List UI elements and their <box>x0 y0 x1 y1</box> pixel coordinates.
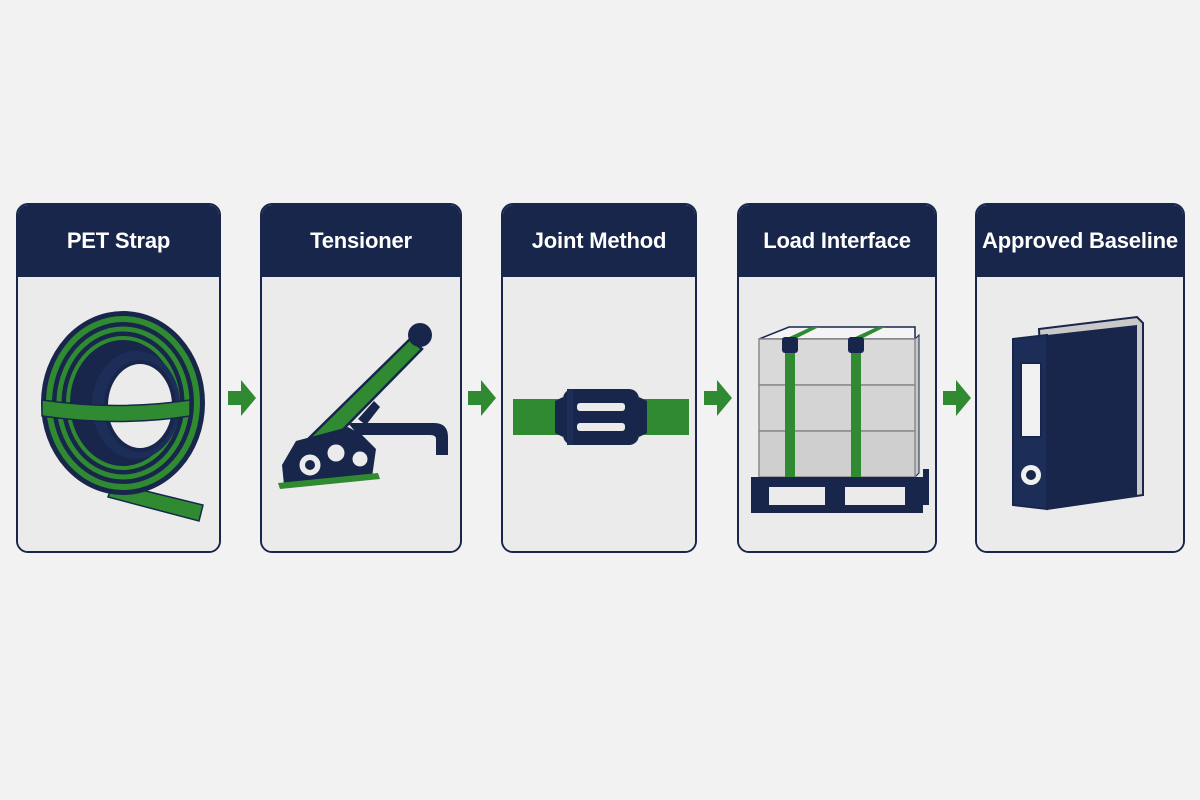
strap-coil-icon <box>41 311 205 522</box>
arrow-right-icon <box>228 380 256 416</box>
strap-seal-joint-icon <box>513 389 689 445</box>
step-card-load-interface: Load Interface <box>737 203 937 553</box>
arrow-right-icon <box>943 380 971 416</box>
step-title: Load Interface <box>739 205 935 277</box>
step-card-pet-strap: PET Strap <box>16 203 221 553</box>
arrow-right-icon <box>468 380 496 416</box>
step-title: Joint Method <box>503 205 695 277</box>
step-title: Tensioner <box>262 205 460 277</box>
step-card-approved-baseline: Approved Baseline <box>975 203 1185 553</box>
step-title: Approved Baseline <box>977 205 1183 277</box>
strapped-pallet-load-icon <box>751 326 929 513</box>
step-title: PET Strap <box>18 205 219 277</box>
arrow-right-icon <box>704 380 732 416</box>
binder-icon <box>1012 315 1144 511</box>
step-card-tensioner: Tensioner <box>260 203 462 553</box>
strapping-tensioner-icon <box>278 323 448 489</box>
step-card-joint-method: Joint Method <box>501 203 697 553</box>
